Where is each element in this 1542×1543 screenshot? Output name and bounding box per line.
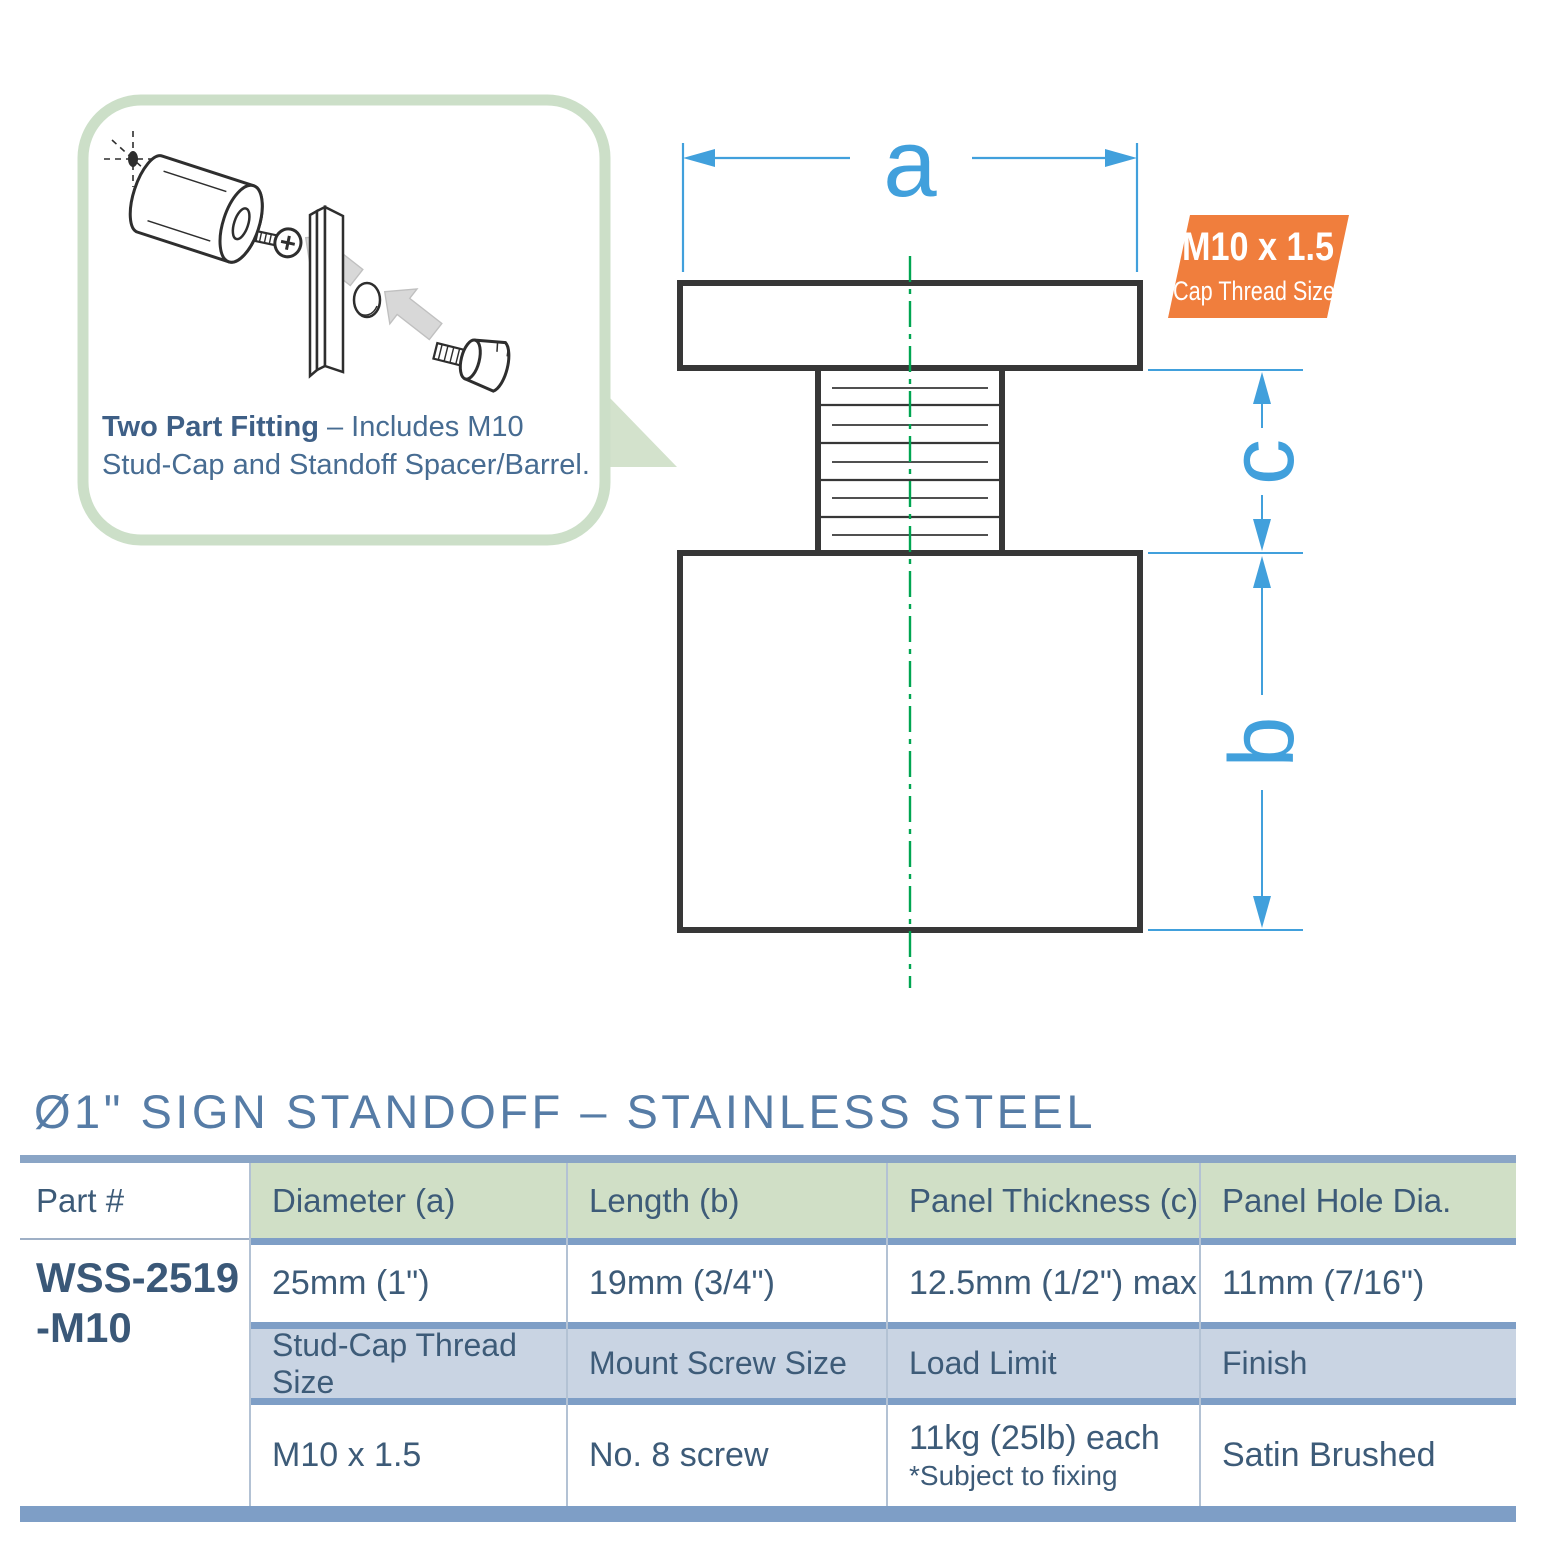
column-divider (886, 1163, 888, 1506)
value-finish: Satin Brushed (1200, 1405, 1516, 1506)
phillips-screw-illustration (254, 227, 303, 259)
col-header-part: Part # (20, 1163, 250, 1238)
col-header-mount-screw: Mount Screw Size (567, 1329, 887, 1398)
badge-line1: M10 x 1.5 (1182, 225, 1334, 269)
part-number-line1: WSS-2519 (36, 1254, 240, 1301)
crosshair-dot (128, 151, 138, 167)
dimension-a: a (681, 110, 1139, 272)
callout-caption: Two Part Fitting – Includes M10 Stud-Cap… (102, 408, 594, 484)
value-load-limit: 11kg (25lb) each *Subject to fixing (887, 1405, 1200, 1506)
col-header-panel-hole: Panel Hole Dia. (1200, 1163, 1516, 1238)
part-number-line2: -M10 (36, 1304, 132, 1352)
spec-table: Part # Diameter (a) Length (b) Panel Thi… (20, 1155, 1516, 1522)
part-number-cell: WSS-2519 -M10 (20, 1245, 250, 1506)
value-length: 19mm (3/4") (567, 1245, 887, 1322)
value-panel-hole: 11mm (7/16") (1200, 1245, 1516, 1322)
value-mount-screw: No. 8 screw (567, 1405, 887, 1506)
table-grid: Part # Diameter (a) Length (b) Panel Thi… (20, 1163, 1516, 1506)
value-diameter: 25mm (1") (250, 1245, 567, 1322)
col-header-diameter: Diameter (a) (250, 1163, 567, 1238)
callout-heading: Two Part Fitting (102, 411, 319, 443)
callout-line1: Two Part Fitting – Includes M10 (102, 408, 594, 446)
column-divider (1199, 1163, 1201, 1506)
technical-drawing: a c b M10 x 1.5 Cap Thread Size (77, 94, 1349, 988)
row1-rule (250, 1322, 1516, 1329)
part-header-rule (20, 1238, 250, 1245)
value-stud-cap-thread: M10 x 1.5 (250, 1405, 567, 1506)
col-header-load-limit: Load Limit (887, 1329, 1200, 1398)
dimension-b: b (1148, 556, 1313, 931)
callout-tail (610, 398, 677, 467)
col-header-panel-thickness: Panel Thickness (c) (887, 1163, 1200, 1238)
col-header-length: Length (b) (567, 1163, 887, 1238)
header2-rule (250, 1398, 1516, 1405)
load-limit-note: *Subject to fixing (909, 1460, 1118, 1491)
dim-b-label: b (1211, 716, 1313, 767)
dim-c-label: c (1211, 439, 1313, 485)
callout-heading-rest: – Includes M10 (318, 411, 524, 443)
assembly-arrow-icon (383, 288, 443, 341)
dim-a-label: a (883, 110, 937, 217)
badge-line2: Cap Thread Size (1173, 276, 1335, 306)
stud-cap-illustration (432, 338, 511, 393)
panel-illustration (308, 204, 345, 379)
callout-bubble (77, 94, 677, 546)
dimension-c: c (1148, 369, 1313, 554)
callout-line2: Stud-Cap and Standoff Spacer/Barrel. (102, 449, 590, 481)
table-top-rule (20, 1155, 1516, 1163)
col-header-finish: Finish (1200, 1329, 1516, 1398)
panel-hole-illustration (352, 281, 382, 319)
cap-thread-badge: M10 x 1.5 Cap Thread Size (1168, 215, 1349, 318)
barrel-illustration (128, 154, 264, 264)
page-title: Ø1" SIGN STANDOFF – STAINLESS STEEL (34, 1085, 1096, 1138)
column-divider (249, 1163, 251, 1506)
col-header-stud-cap-thread: Stud-Cap Thread Size (250, 1327, 567, 1400)
column-divider (566, 1163, 568, 1506)
fitting-illustration (104, 131, 511, 393)
value-panel-thickness: 12.5mm (1/2") max (887, 1245, 1200, 1322)
table-bottom-rule (20, 1506, 1516, 1522)
header1-rule (250, 1238, 1516, 1245)
